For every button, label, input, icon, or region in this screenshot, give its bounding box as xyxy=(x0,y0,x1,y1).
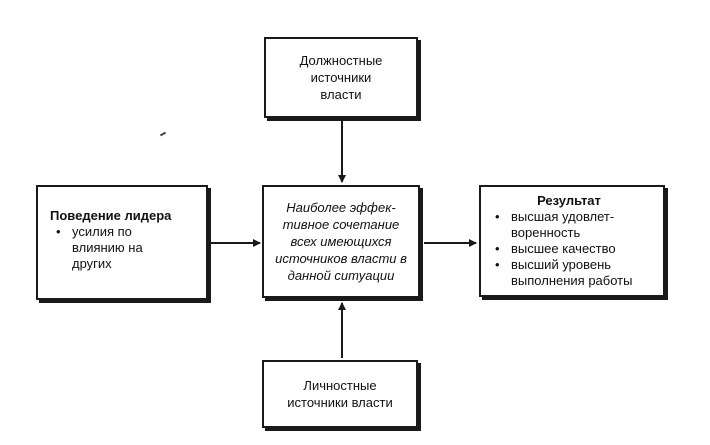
personal-power-sources-box: Личностные источники власти xyxy=(262,360,418,428)
optimal-combination-box: Наиболее эффек- тивное сочетание всех им… xyxy=(262,185,420,298)
list-item: высшая удовлет- воренность xyxy=(489,209,663,241)
result-title: Результат xyxy=(537,193,601,208)
positional-power-sources-label: Должностные источники власти xyxy=(300,52,383,103)
center-line-1: Наиболее эффек- xyxy=(286,200,396,215)
list-item: высший уровень выполнения работы xyxy=(489,257,663,289)
result-list: высшая удовлет- воренность высшее качест… xyxy=(489,209,663,289)
leader-item-line-1: усилия по xyxy=(72,224,132,239)
result-item1-line-1: высшая удовлет- xyxy=(511,209,615,224)
positional-power-sources-box: Должностные источники власти xyxy=(264,37,418,118)
personal-line-2: источники власти xyxy=(287,395,393,410)
center-line-5: данной ситуации xyxy=(287,268,395,283)
positional-line-1: Должностные xyxy=(299,53,383,68)
center-line-3: всех имеющихся xyxy=(290,234,392,249)
result-item3-line-2: выполнения работы xyxy=(511,273,633,288)
result-item2-line-1: высшее качество xyxy=(511,241,616,256)
center-line-2: тивное сочетание xyxy=(282,217,400,232)
result-item3-line-1: высший уровень xyxy=(511,257,612,272)
leader-item-line-3: других xyxy=(72,256,112,271)
optimal-combination-label: Наиболее эффек- тивное сочетание всех им… xyxy=(275,199,407,284)
result-item1-line-2: воренность xyxy=(511,225,581,240)
center-line-4: источников власти в xyxy=(275,251,407,266)
leader-behavior-title: Поведение лидера xyxy=(50,208,172,223)
personal-power-sources-label: Личностные источники власти xyxy=(287,377,392,411)
list-item: усилия по влиянию на других xyxy=(50,224,206,272)
positional-line-3: власти xyxy=(320,87,362,102)
positional-line-2: источники xyxy=(310,70,372,85)
leader-item-line-2: влиянию на xyxy=(72,240,143,255)
personal-line-1: Личностные xyxy=(303,378,377,393)
leader-behavior-list: усилия по влиянию на других xyxy=(50,224,206,272)
result-box: Результат высшая удовлет- воренность выс… xyxy=(479,185,665,297)
list-item: высшее качество xyxy=(489,241,663,257)
leader-behavior-box: Поведение лидера усилия по влиянию на др… xyxy=(36,185,208,300)
